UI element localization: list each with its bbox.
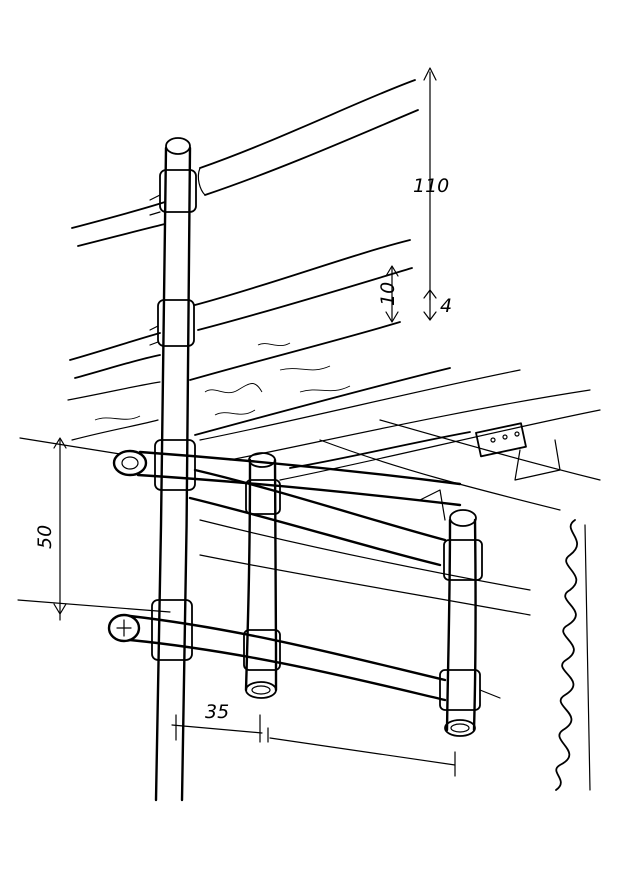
main-standard [149,137,197,802]
top-guard-rail [71,79,419,247]
dim-top-height: 110 [413,175,449,197]
signature [555,519,591,791]
transom-tube [188,468,447,567]
right-standard [439,509,483,737]
dim-vertical: 50 [34,525,56,549]
dim-horizontal: 35 [205,701,229,723]
lower-ledger [107,613,501,702]
middle-standard [243,452,281,699]
dim-board-gap: 10 [377,282,399,306]
deck-platform [199,369,601,616]
middle-guard-rail [69,239,413,379]
toe-board [67,321,451,441]
dimension-lines [17,67,456,777]
dim-board-thickness: 4 [440,295,452,317]
